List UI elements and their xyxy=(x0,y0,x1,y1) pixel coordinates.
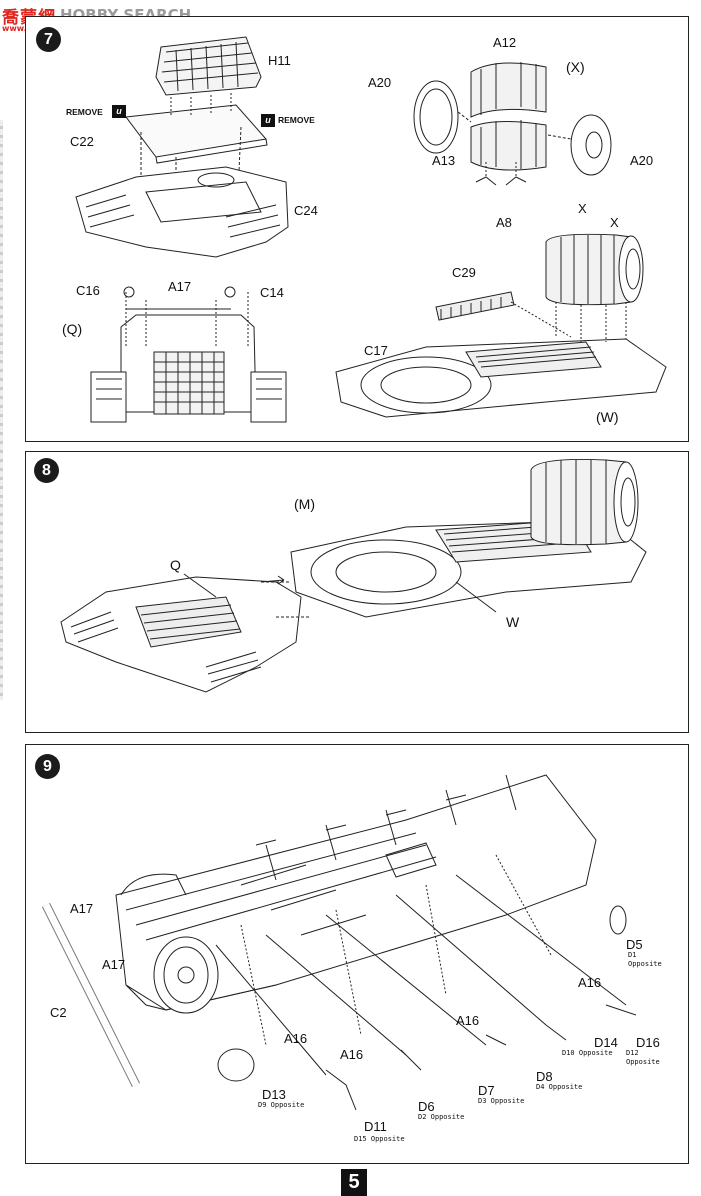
label-a16-3: A16 xyxy=(456,1013,480,1028)
label-c22: C22 xyxy=(70,134,94,149)
label-d7: D7 xyxy=(478,1083,495,1098)
binding-edge xyxy=(0,120,3,700)
label-a17-bottom: A17 xyxy=(102,957,126,972)
step-9-panel: 9 A17 A17 C2 A16 A16 A16 A16 D5 D1 Oppos xyxy=(25,744,689,1164)
label-c2: C2 xyxy=(50,1005,67,1020)
step-8-badge: 8 xyxy=(34,458,59,483)
label-a13: A13 xyxy=(432,153,456,168)
label-d13: D13 xyxy=(262,1087,286,1102)
remove-label-right: REMOVE xyxy=(278,115,315,125)
label-a12: A12 xyxy=(493,35,517,50)
label-a16-1: A16 xyxy=(284,1031,308,1046)
label-d7-sub: D3 Opposite xyxy=(478,1097,525,1105)
label-x2: X xyxy=(610,215,619,230)
label-d13-sub: D9 Opposite xyxy=(258,1101,305,1109)
label-x1: X xyxy=(578,201,587,216)
label-a8: A8 xyxy=(496,215,512,230)
label-d14-sub: D10 Opposite xyxy=(562,1049,613,1057)
label-a16-4: A16 xyxy=(578,975,602,990)
label-a20-left: A20 xyxy=(368,75,392,90)
label-c16: C16 xyxy=(76,283,100,298)
label-d8-sub: D4 Opposite xyxy=(536,1083,583,1091)
label-d11: D11 xyxy=(364,1119,387,1134)
label-c24: C24 xyxy=(294,203,318,218)
label-a20-right: A20 xyxy=(630,153,654,168)
label-a17: A17 xyxy=(168,279,192,294)
step-7-badge: 7 xyxy=(36,27,61,52)
remove-icon-left: u xyxy=(112,105,126,118)
label-d6-sub: D2 Opposite xyxy=(418,1113,465,1121)
label-d5-sub: D1 Opposite xyxy=(628,951,662,968)
remove-label-left: REMOVE xyxy=(66,107,103,117)
label-w: (W) xyxy=(596,409,619,425)
step-7-illustration xyxy=(75,36,667,423)
step-8-illustration xyxy=(60,458,647,693)
label-q: (Q) xyxy=(62,321,83,337)
label-d14: D14 xyxy=(594,1035,618,1050)
step-7-panel: 7 xyxy=(25,16,689,442)
label-d8: D8 xyxy=(536,1069,553,1084)
label-c17: C17 xyxy=(364,343,388,358)
step-8-panel: 8 (M) Q W xyxy=(25,451,689,733)
label-q: Q xyxy=(170,557,181,573)
label-x-group: (X) xyxy=(566,59,585,75)
label-d11-sub: D15 Opposite xyxy=(354,1135,405,1143)
label-c29: C29 xyxy=(452,265,476,280)
label-c14: C14 xyxy=(260,285,284,300)
step-9-illustration xyxy=(41,774,637,1111)
label-a16-2: A16 xyxy=(340,1047,364,1062)
label-m: (M) xyxy=(294,496,315,512)
label-d16-sub: D12 Opposite xyxy=(626,1049,660,1066)
label-d16: D16 xyxy=(636,1035,660,1050)
page-number: 5 xyxy=(341,1169,367,1196)
step-9-badge: 9 xyxy=(35,754,60,779)
label-w: W xyxy=(506,614,520,630)
label-a17-top: A17 xyxy=(70,901,94,916)
label-h11: H11 xyxy=(268,53,291,68)
label-d5: D5 xyxy=(626,937,643,952)
remove-icon-right: u xyxy=(261,114,275,127)
label-d6: D6 xyxy=(418,1099,435,1114)
